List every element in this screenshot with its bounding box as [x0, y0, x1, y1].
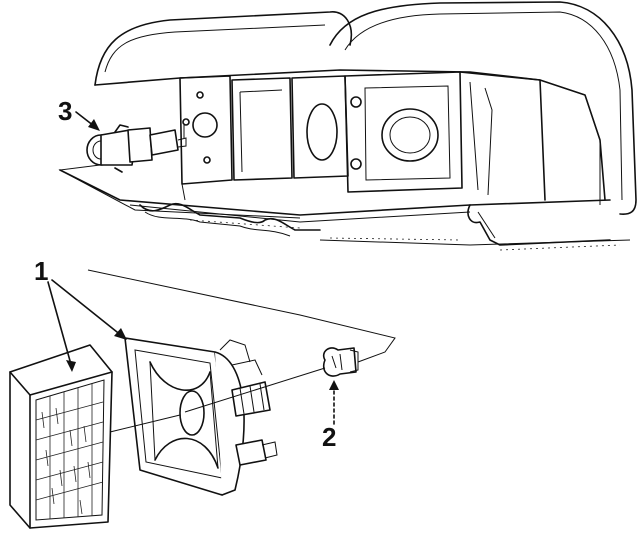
- mounting-hole: [192, 112, 218, 138]
- callout-2: 2: [322, 380, 339, 452]
- leader-lines: [58, 164, 396, 433]
- callout-1: 1: [34, 256, 127, 372]
- vehicle-front-body: [59, 1, 637, 251]
- callout-1-label: 1: [34, 256, 48, 286]
- bulb: [322, 347, 359, 377]
- callout-3-label: 3: [58, 96, 72, 126]
- callout-3: 3: [58, 96, 100, 131]
- bulb-socket: [86, 118, 190, 173]
- headlamp-assembly: [9, 337, 278, 529]
- callout-2-label: 2: [322, 422, 336, 452]
